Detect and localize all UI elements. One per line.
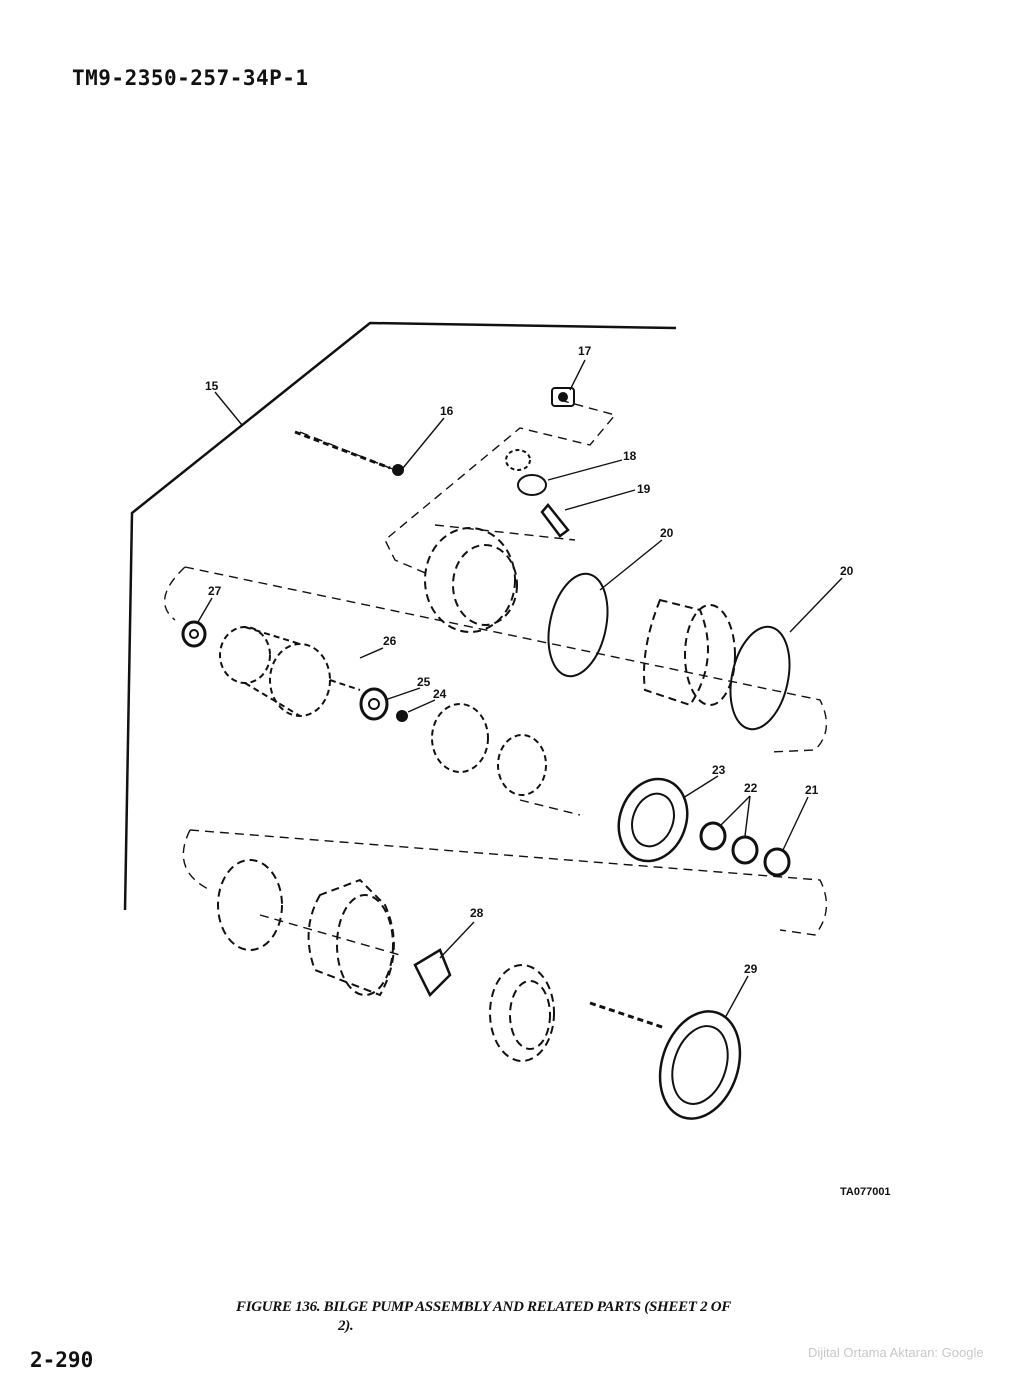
part-end-cover (658, 1010, 742, 1120)
part-cover-plate (217, 859, 283, 951)
part-bearing (359, 687, 389, 721)
part-seal (731, 835, 759, 865)
callout-16: 16 (440, 404, 454, 418)
callout-25: 25 (417, 675, 431, 689)
art-code: TA077001 (840, 1186, 891, 1198)
part-bearing (181, 620, 207, 648)
part-seal (763, 847, 791, 877)
callout-24: 24 (433, 687, 447, 701)
part-brush-plate (431, 703, 547, 796)
part-wear-plate (489, 964, 555, 1062)
part-impeller (413, 948, 452, 998)
part-large-o-ring (547, 572, 609, 678)
part-armature (219, 626, 361, 717)
guide-lines (163, 399, 828, 956)
callout-15: 15 (205, 379, 219, 393)
assembly-bracket (123, 321, 677, 911)
callout-27: 27 (208, 584, 222, 598)
part-fitting (551, 387, 575, 407)
callout-21: 21 (805, 783, 819, 797)
part-end-housing (424, 527, 518, 633)
callout-29: 29 (744, 962, 758, 976)
callout-23: 23 (712, 763, 726, 777)
digitization-watermark: Dijital Ortama Aktaran: Google (808, 1345, 984, 1360)
caption-line-2: 2). (338, 1318, 354, 1334)
callout-28: 28 (470, 906, 484, 920)
callout-20-right: 20 (840, 564, 854, 578)
callout-19: 19 (637, 482, 651, 496)
part-seal (699, 821, 727, 851)
document-id: TM9-2350-257-34P-1 (72, 66, 309, 90)
callout-22: 22 (744, 781, 758, 795)
part-plug (540, 503, 570, 538)
part-small-o-ring (517, 474, 547, 496)
part-motor-frame (643, 598, 736, 707)
callout-20-upper: 20 (660, 526, 674, 540)
caption-line-1: FIGURE 136. BILGE PUMP ASSEMBLY AND RELA… (236, 1299, 731, 1315)
callout-18: 18 (623, 449, 637, 463)
page-number: 2-290 (30, 1348, 94, 1372)
callout-17: 17 (578, 344, 592, 358)
figure-caption: FIGURE 136. BILGE PUMP ASSEMBLY AND RELA… (236, 1298, 816, 1336)
part-pin (294, 430, 404, 476)
part-pump-housing (307, 878, 395, 997)
callout-26: 26 (383, 634, 397, 648)
leader-lines (197, 359, 843, 1019)
part-flange (617, 777, 689, 863)
